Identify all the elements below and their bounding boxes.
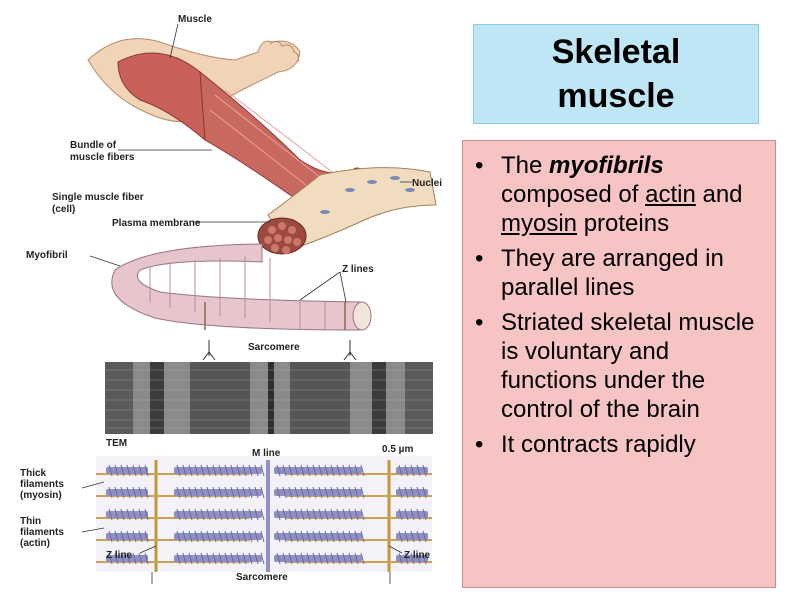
label-thin-line2: filaments: [20, 527, 64, 538]
label-thin-line3: (actin): [20, 538, 50, 549]
label-m-line: M line: [252, 448, 281, 459]
thick-filament: [274, 467, 362, 474]
label-muscle: Muscle: [178, 14, 212, 25]
label-tem: TEM: [106, 438, 127, 449]
thick-filament: [106, 489, 148, 496]
label-z-line-right: Z line: [404, 550, 431, 561]
thick-filament: [174, 533, 262, 540]
bullet-1-term-myofibrils: myofibrils: [549, 152, 664, 179]
label-thick-line1: Thick: [20, 468, 47, 479]
label-bundle-line1: Bundle of: [70, 140, 117, 151]
content-box: The myofibrils composed of actin and myo…: [462, 140, 776, 588]
tem-micrograph: [105, 362, 433, 434]
label-plasma-membrane: Plasma membrane: [112, 218, 201, 229]
label-fiber-line2: (cell): [52, 204, 75, 215]
bullet-contracts: It contracts rapidly: [473, 430, 767, 459]
label-z-lines: Z lines: [342, 264, 374, 275]
label-bundle-line2: muscle fibers: [70, 152, 135, 163]
bullet-myofibrils: The myofibrils composed of actin and myo…: [473, 151, 767, 238]
myofibril-end: [353, 302, 371, 330]
thick-filament: [106, 533, 148, 540]
muscle-structure-diagram: Muscle Bundle of muscle fibers Single mu…: [0, 0, 460, 600]
filament-schematic: [96, 456, 432, 572]
thick-filament: [274, 511, 362, 518]
thick-filament: [174, 467, 262, 474]
thick-filament: [106, 511, 148, 518]
label-thin-line1: Thin: [20, 516, 41, 527]
thick-filament: [274, 533, 362, 540]
thick-filament: [274, 489, 362, 496]
label-sarcomere-bottom: Sarcomere: [236, 572, 288, 583]
bullet-1-term-myosin: myosin: [501, 210, 577, 237]
thick-filament: [174, 489, 262, 496]
label-z-line-left: Z line: [106, 550, 133, 561]
label-myofibril: Myofibril: [26, 250, 68, 261]
label-thick-line3: (myosin): [20, 490, 62, 501]
thick-filament: [106, 467, 148, 474]
thick-filament: [174, 511, 262, 518]
label-fiber-line1: Single muscle fiber: [52, 192, 144, 203]
thick-filament: [274, 555, 362, 562]
bullet-1-text-pre: The: [501, 152, 549, 179]
bullet-1-term-actin: actin: [645, 181, 696, 208]
bullet-list: The myofibrils composed of actin and myo…: [473, 151, 767, 459]
bullet-parallel: They are arranged in parallel lines: [473, 244, 767, 302]
label-sarcomere-top: Sarcomere: [248, 342, 300, 353]
bullet-1-text-and: and: [696, 181, 743, 208]
title-line1: Skeletal: [552, 30, 681, 74]
bullet-voluntary: Striated skeletal muscle is voluntary an…: [473, 308, 767, 424]
thick-filament: [174, 555, 262, 562]
title-line2: muscle: [557, 74, 674, 118]
label-scale: 0.5 µm: [382, 444, 413, 455]
myofibril-tube: [112, 244, 360, 330]
bullet-1-text-post: proteins: [577, 210, 669, 237]
bullet-1-text-mid: composed of: [501, 181, 645, 208]
label-nuclei: Nuclei: [412, 178, 442, 189]
title-box: Skeletal muscle: [473, 24, 759, 124]
label-thick-line2: filaments: [20, 479, 64, 490]
